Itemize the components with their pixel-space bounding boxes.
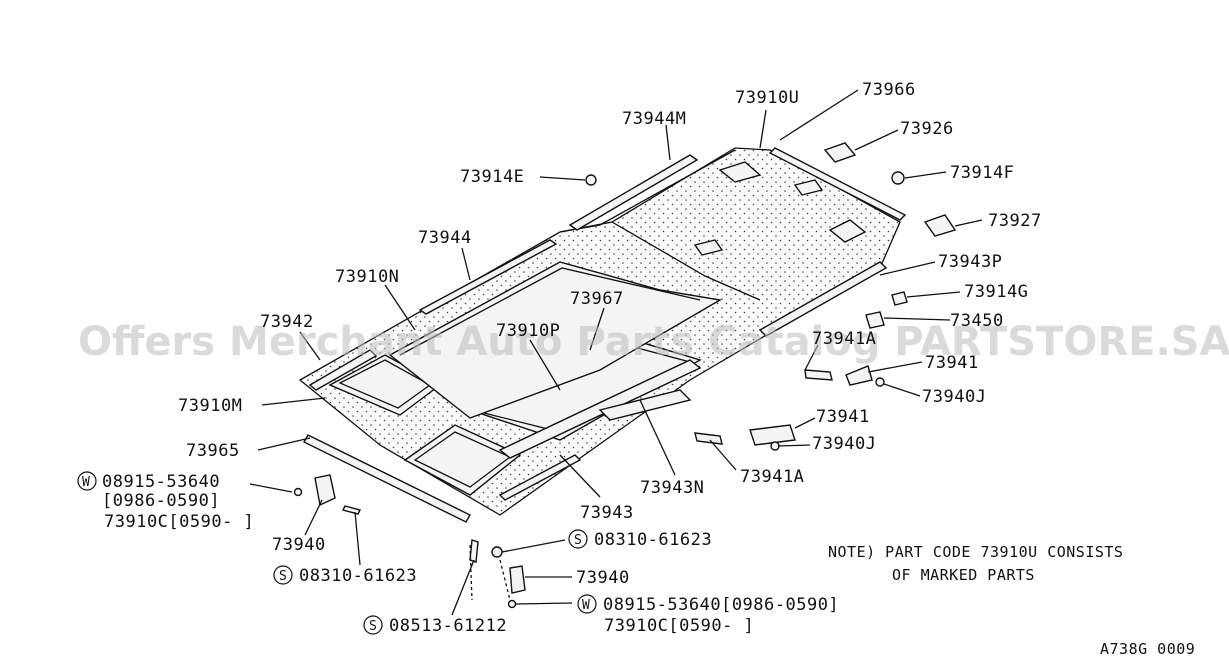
s-badge-left-text: S [279, 569, 287, 584]
label-73965: 73965 [186, 441, 240, 461]
part-73940J-upper [875, 377, 885, 387]
label-73944M: 73944M [622, 109, 686, 129]
s-badge-bottom-text: S [369, 619, 377, 634]
fastener-right [491, 546, 503, 558]
label-08513: 08513-61212 [389, 616, 507, 636]
part-73941A-upper [804, 369, 833, 381]
label-0986-left: [0986-0590] [102, 491, 220, 511]
leader-lines [249, 89, 983, 616]
label-73942: 73942 [260, 312, 314, 332]
part-73926 [823, 142, 857, 163]
label-73940J-mid: 73940J [812, 434, 876, 454]
screw-left [341, 505, 362, 515]
part-73927 [923, 214, 957, 237]
note-block: NOTE) PART CODE 73910U CONSISTS OF MARKE… [828, 543, 1123, 584]
label-73914F: 73914F [950, 163, 1014, 183]
roof-headlining-assembly [298, 147, 907, 523]
label-73940-left: 73940 [272, 535, 326, 555]
label-73941A-upper: 73941A [812, 329, 876, 349]
s-badge-bottom [363, 615, 383, 635]
label-73910C-right: 73910C[0590- ] [604, 616, 754, 636]
figure-id: A738G 0009 [1100, 640, 1195, 658]
label-73967: 73967 [570, 289, 624, 309]
label-73941-upper: 73941 [925, 353, 979, 373]
label-73914G: 73914G [964, 282, 1028, 302]
label-73941A-mid: 73941A [740, 467, 804, 487]
part-73940-right [509, 565, 526, 594]
note-line-2: OF MARKED PARTS [892, 566, 1035, 584]
w-badge-left-text: W [82, 475, 90, 490]
label-73940J-upper: 73940J [922, 387, 986, 407]
screw-bottom [469, 539, 479, 563]
label-73926: 73926 [900, 119, 954, 139]
w-badge-left [77, 471, 97, 491]
w-badge-right [577, 594, 597, 614]
label-73910U: 73910U [735, 88, 799, 108]
label-73943N: 73943N [640, 478, 704, 498]
hardware-parts [293, 142, 957, 609]
washer-left [293, 487, 303, 497]
label-73927: 73927 [988, 211, 1042, 231]
part-labels: 73966 73910U 73944M 73926 73914F 73914E … [77, 80, 1042, 636]
label-08310-left: 08310-61623 [299, 566, 417, 586]
label-73450: 73450 [950, 311, 1004, 331]
part-73941-upper [845, 365, 873, 386]
s-badge-left [273, 565, 293, 585]
label-73966: 73966 [862, 80, 916, 100]
part-73914G [891, 291, 908, 306]
label-08915-left: 08915-53640 [102, 472, 220, 492]
label-73941-mid: 73941 [816, 407, 870, 427]
s-badge-right [568, 529, 588, 549]
part-73450 [865, 311, 885, 329]
part-73914E [585, 174, 597, 186]
label-08915-right: 08915-53640[0986-0590] [603, 595, 839, 615]
label-08310-right: 08310-61623 [594, 530, 712, 550]
label-73910P: 73910P [496, 321, 560, 341]
label-73944: 73944 [418, 228, 472, 248]
label-73910N: 73910N [335, 267, 399, 287]
label-73910C-left: 73910C[0590- ] [104, 512, 254, 532]
part-73941-mid [749, 424, 796, 446]
part-73941A-mid [694, 432, 723, 445]
part-73940J-mid [770, 441, 780, 451]
washer-right [507, 599, 517, 609]
watermark: Offers Merchant Auto Parts Catalog PARTS… [78, 319, 1229, 365]
label-73943P: 73943P [938, 252, 1002, 272]
label-73910M: 73910M [178, 396, 242, 416]
part-73940-left [314, 474, 336, 507]
label-73914E: 73914E [460, 167, 524, 187]
note-line-1: NOTE) PART CODE 73910U CONSISTS [828, 543, 1123, 561]
w-badge-right-text: W [582, 598, 590, 613]
part-73914F [891, 171, 905, 185]
label-73940-right: 73940 [576, 568, 630, 588]
s-badge-right-text: S [574, 533, 582, 548]
label-73943: 73943 [580, 503, 634, 523]
